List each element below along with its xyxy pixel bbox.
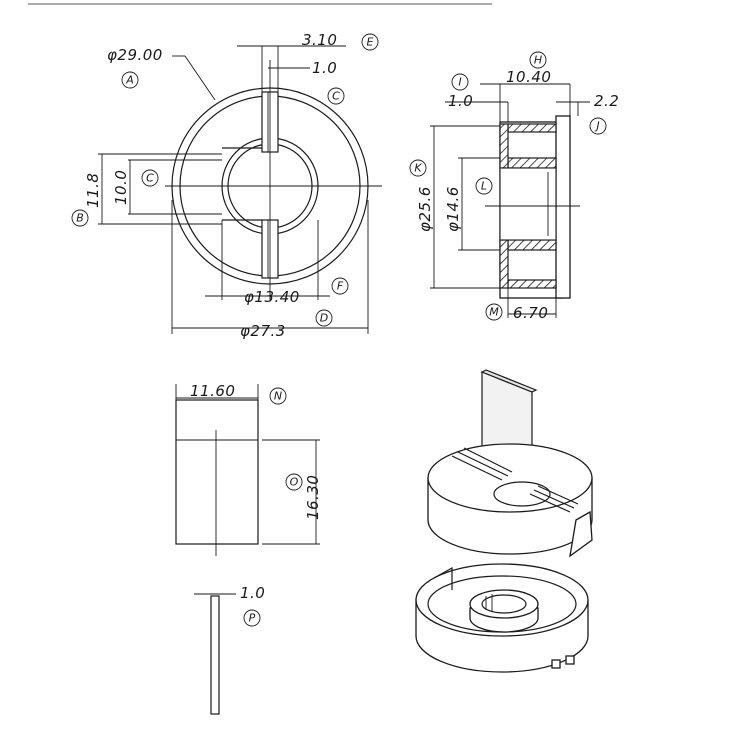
callout-c-left: C [146, 172, 154, 185]
dim-plate-height: 16.30 [304, 475, 322, 520]
callout-m: M [489, 306, 499, 319]
callout-b: B [76, 212, 84, 225]
dim-inner-dia: φ13.40 [244, 288, 300, 306]
dim-side-outer-dia: φ25.6 [416, 186, 434, 232]
section-hatch-lower-bottom [507, 279, 557, 289]
callout-n: N [274, 390, 282, 403]
callout-o: O [290, 476, 299, 489]
callout-h: H [534, 54, 542, 67]
isometric-view [415, 369, 593, 673]
ring-side-section [485, 115, 580, 299]
ring-plan-dims: φ29.00 3.10 1.0 11.8 10.0 φ13.40 φ27.3 [84, 31, 369, 340]
ring-plan-view [165, 60, 382, 300]
section-hatch-lower-left [499, 239, 509, 289]
plate-dims: 11.60 16.30 [175, 382, 322, 545]
callout-d: D [320, 312, 328, 325]
plan-callouts: A E C C B F D [71, 33, 379, 327]
section-hatch-upper-bottom [507, 157, 557, 169]
side-callouts: H I J K L M [409, 51, 607, 321]
dim-plate-width: 11.60 [190, 382, 235, 400]
dim-height-118: 11.8 [84, 173, 102, 208]
section-hatch-upper-left [499, 123, 509, 169]
dim-slot-inner: 1.0 [312, 59, 337, 77]
section-hatch-lower-top [507, 239, 557, 251]
section-hatch-upper-top [507, 123, 557, 133]
dim-outer-dia-bottom: φ27.3 [240, 322, 286, 340]
dim-side-width: 10.40 [506, 68, 551, 86]
callout-a: A [125, 74, 134, 87]
callout-l: L [481, 180, 487, 193]
plate-edge-view: 1.0 P [194, 584, 265, 715]
ring-step-cut [222, 147, 262, 221]
dim-side-bottom: 6.70 [513, 304, 548, 322]
callout-p: P [249, 612, 256, 625]
callout-e: E [367, 36, 374, 49]
dim-side-left: 1.0 [448, 92, 473, 110]
plate-front-view [175, 399, 259, 556]
plate-callouts: N O [269, 387, 303, 491]
dim-outer-dia-top: φ29.00 [107, 46, 163, 64]
callout-i: I [458, 76, 461, 89]
dim-slot-width: 3.10 [302, 31, 337, 49]
dim-side-inner-dia: φ14.6 [444, 186, 462, 232]
dim-plate-thickness: 1.0 [240, 584, 265, 602]
dim-height-100: 10.0 [112, 170, 130, 205]
callout-f: F [337, 280, 344, 293]
dim-side-right: 2.2 [594, 92, 619, 110]
callout-c-top: C [332, 90, 340, 103]
side-section-dims: 10.40 1.0 2.2 φ25.6 φ14.6 6.70 [416, 68, 619, 322]
callout-j: J [594, 120, 599, 133]
callout-k: K [414, 162, 422, 175]
